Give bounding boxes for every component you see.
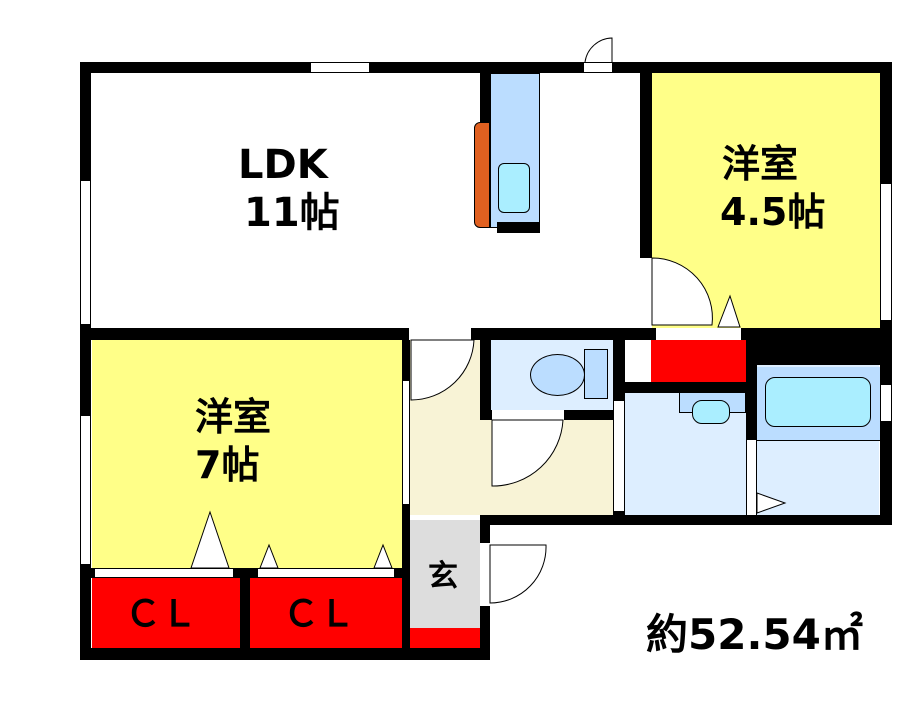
wall-washroom-top (613, 382, 758, 393)
genkan-label: 玄 (428, 559, 458, 594)
toilet-tank (584, 349, 608, 399)
wall-bath-top (746, 340, 892, 365)
total-area: 約52.54㎡ (646, 610, 863, 659)
bed45-closet-opening (656, 328, 741, 340)
bath-door-opening (746, 440, 757, 515)
closet-2 (250, 578, 402, 648)
bedroom-7-floor (92, 340, 402, 570)
bed45-door-opening (640, 258, 652, 328)
closet-1-opening (95, 568, 233, 578)
window-hall-washroom (613, 400, 625, 512)
wall-bottom-right (480, 515, 892, 525)
kitchen-stove-block (497, 222, 540, 233)
ldk-bottom-opening (409, 328, 471, 340)
window-bed7-hall (402, 380, 410, 505)
window-ldk-left (80, 180, 91, 325)
window-bed45-right (880, 183, 892, 321)
wall-toilet-left (480, 328, 491, 420)
hall-closet (651, 340, 746, 382)
genkan-floor (410, 520, 480, 628)
wall-top (80, 62, 892, 73)
wall-genkan-top (480, 515, 490, 525)
toilet-door-opening (492, 410, 564, 420)
washbasin (692, 400, 730, 424)
window-bath-right (880, 384, 892, 422)
closet-2-label: ＣＬ (283, 594, 356, 635)
kitchen-sink (498, 163, 530, 213)
genkan-door-opening (480, 543, 490, 606)
window-ldk-top (310, 62, 370, 73)
wall-washroom-right (746, 328, 757, 525)
bedroom-7-size: 7帖 (195, 443, 260, 487)
genkan-shoe-closet (410, 628, 480, 648)
ldk-size: 11帖 (244, 190, 340, 236)
ldk-name: LDK (238, 142, 328, 188)
closet-2-opening (258, 568, 394, 578)
wall-closet-divider (240, 568, 250, 658)
bedroom-7-name: 洋室 (195, 395, 272, 439)
bedroom-45-name: 洋室 (722, 142, 799, 186)
closet-1-label: ＣＬ (125, 594, 198, 635)
bedroom-45-size: 4.5帖 (720, 190, 826, 234)
wall-bottom-left (80, 648, 490, 660)
closet-1 (92, 578, 240, 648)
bathtub (765, 377, 871, 427)
window-bed7-left (80, 415, 91, 565)
wall-left (80, 62, 91, 660)
kitchen-counter-edge (474, 122, 490, 228)
entry-door-opening (583, 62, 613, 73)
kitchen-wall (480, 73, 490, 125)
ldk-floor (90, 73, 640, 328)
